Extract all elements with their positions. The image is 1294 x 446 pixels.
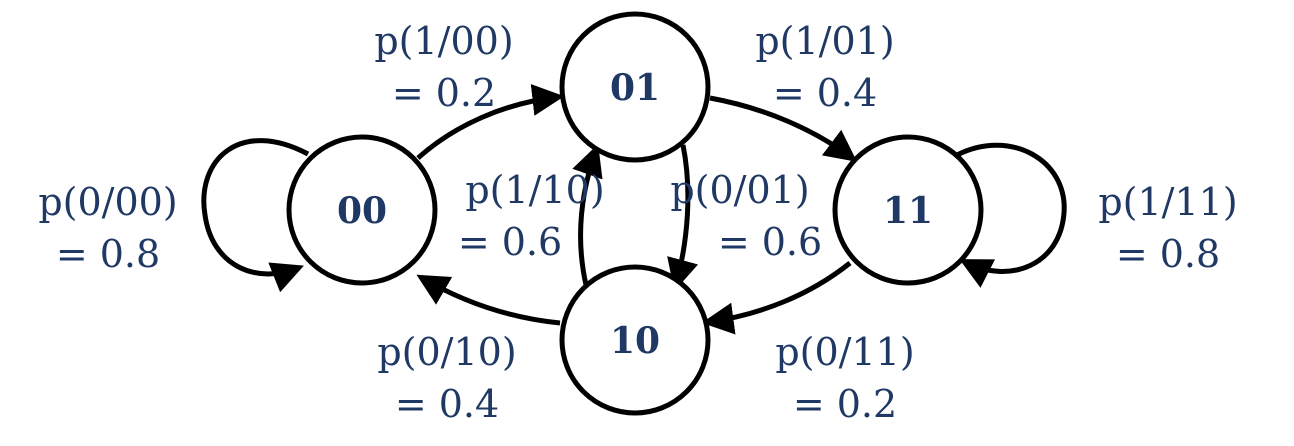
label-01-10-value: = 0.6 [718,220,822,264]
edge-11-to-10 [701,261,852,335]
label-01-11-value: = 0.4 [773,71,877,115]
label-10-00-prob: p(0/10) [377,330,516,374]
label-10-01-prob: p(1/10) [465,168,604,212]
label-11-10-prob: p(0/11) [775,330,914,374]
state-10-label: 10 [610,320,660,362]
label-10-00: p(0/10) = 0.4 [377,330,516,426]
label-01-10-prob: p(0/01) [670,168,809,212]
label-00-00: p(0/00) = 0.8 [38,180,177,276]
label-01-10: p(0/01) = 0.6 [670,168,822,264]
edge-01-to-10 [667,144,699,292]
state-00-label: 00 [337,190,387,232]
label-01-11: p(1/01) = 0.4 [755,19,894,115]
state-01-label: 01 [610,67,660,109]
label-11-10: p(0/11) = 0.2 [775,330,914,426]
edge-00-to-01 [416,83,565,160]
label-10-01-value: = 0.6 [458,220,562,264]
label-00-00-prob: p(0/00) [38,180,177,224]
edge-10-to-00 [416,274,561,326]
label-00-01: p(1/00) = 0.2 [374,19,513,115]
label-00-00-value: = 0.8 [56,232,160,276]
label-11-11: p(1/11) = 0.8 [1098,180,1237,276]
label-00-01-prob: p(1/00) [374,19,513,63]
label-01-11-prob: p(1/01) [755,19,894,63]
state-11-label: 11 [883,190,933,232]
label-10-01: p(1/10) = 0.6 [458,168,605,264]
label-11-11-value: = 0.8 [1116,232,1220,276]
edge-11-self-loop [955,142,1067,288]
edge-00-self-loop [201,138,310,293]
label-11-11-prob: p(1/11) [1098,180,1237,224]
edge-01-to-11 [709,95,858,162]
state-11: 11 [832,134,984,286]
label-11-10-value: = 0.2 [793,382,897,426]
edge-10-to-01 [572,143,603,286]
state-00: 00 [286,134,438,286]
label-00-01-value: = 0.2 [392,71,496,115]
label-10-00-value: = 0.4 [395,382,499,426]
state-01: 01 [559,11,711,163]
state-10: 10 [559,264,711,416]
